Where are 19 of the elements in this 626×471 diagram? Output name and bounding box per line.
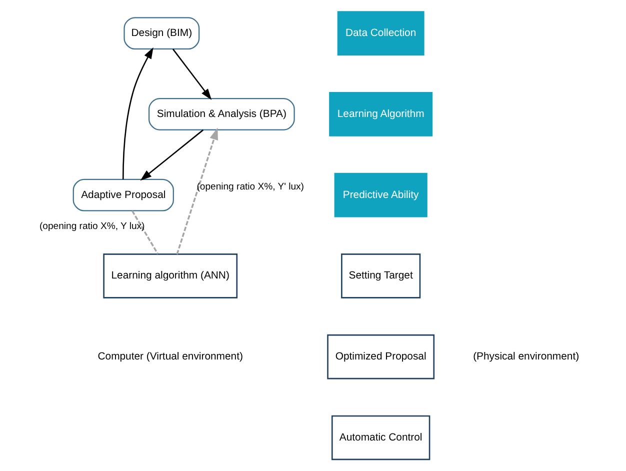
node-box: Automatic Control (331, 415, 430, 460)
edge-label: (opening ratio X%, Y lux) (39, 221, 145, 232)
arrow (122, 47, 154, 180)
node-box: Optimized Proposal (327, 334, 435, 380)
node-box: Design (BIM) (124, 17, 200, 50)
node-box: Learning algorithm (ANN) (103, 254, 238, 298)
node-box: Simulation & Analysis (BPA) (148, 98, 295, 130)
node-box: Data Collection (337, 11, 424, 56)
label: (Physical environment) (473, 352, 580, 363)
node-box: Predictive Ability (334, 172, 428, 218)
edge-label: (opening ratio X%, Y' lux) (196, 182, 304, 193)
connector (131, 210, 159, 254)
node-box: Adaptive Proposal (72, 178, 174, 212)
arrow (140, 129, 204, 181)
node-box: Learning Algorithm (329, 92, 433, 136)
label: Computer (Virtual environment) (98, 352, 243, 363)
arrow (172, 48, 212, 100)
arrow (176, 128, 218, 254)
node-box: Setting Target (341, 254, 421, 298)
